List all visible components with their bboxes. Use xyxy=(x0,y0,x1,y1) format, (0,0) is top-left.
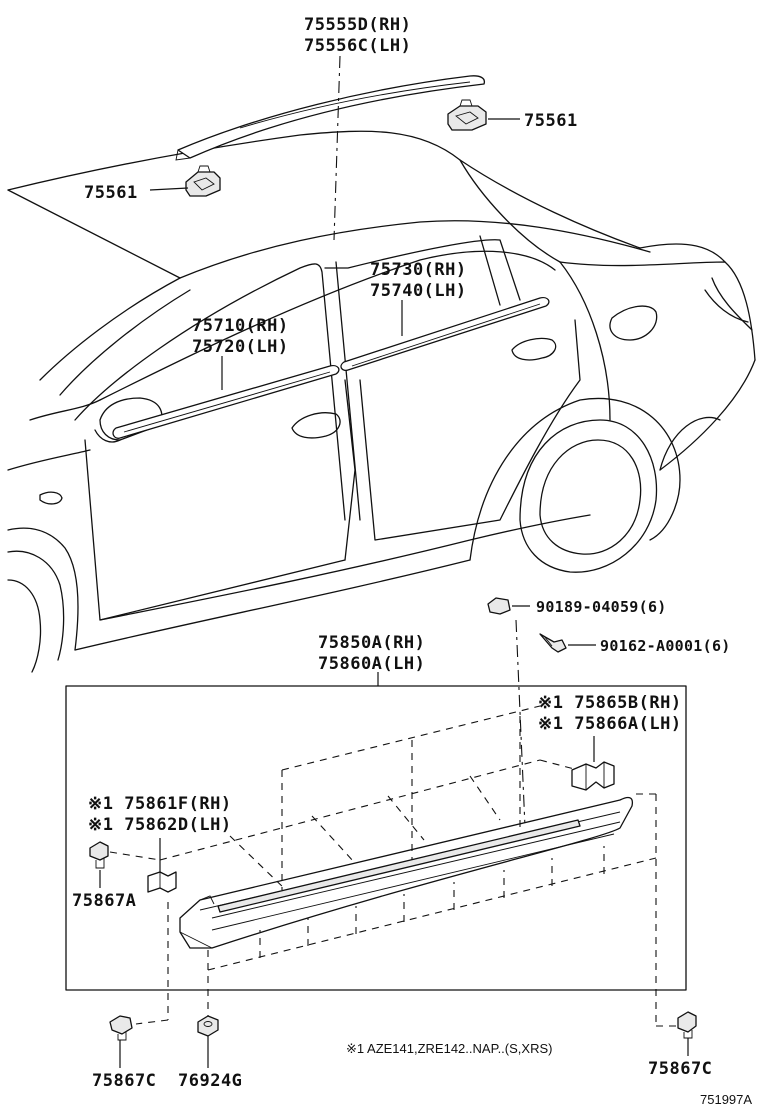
car-body-outline xyxy=(7,130,756,673)
screw-90162 xyxy=(539,633,596,653)
label-76924g: 76924G xyxy=(178,1071,242,1091)
clip-75865b xyxy=(571,736,615,791)
label-75862d: ※1 75862D(LH) xyxy=(88,815,232,835)
belt-molding-front xyxy=(112,364,340,439)
label-75867c-right: 75867C xyxy=(648,1059,712,1079)
upper-leaders xyxy=(149,55,520,390)
label-75555d: 75555D(RH) xyxy=(304,15,411,35)
belt-molding-rear xyxy=(340,296,550,372)
label-75867c-left: 75867C xyxy=(92,1071,156,1091)
label-75561-right: 75561 xyxy=(524,111,578,131)
label-75740: 75740(LH) xyxy=(370,281,467,301)
clip-75561-left xyxy=(185,165,221,197)
clip-75867c-left xyxy=(109,1015,133,1068)
clip-75861f xyxy=(147,838,177,893)
label-75556c: 75556C(LH) xyxy=(304,36,411,56)
label-75861f: ※1 75861F(RH) xyxy=(88,794,232,814)
label-75866a: ※1 75866A(LH) xyxy=(538,714,682,734)
label-75865b: ※1 75865B(RH) xyxy=(538,693,682,713)
label-75710: 75710(RH) xyxy=(192,316,289,336)
screw-guide-line xyxy=(515,619,527,851)
clip-75561-right xyxy=(447,99,487,131)
rocker-assembly-box xyxy=(65,685,687,991)
rocker-panel-molding xyxy=(179,796,634,949)
applicability-footnote: ※1 AZE141,ZRE142..NAP..(S,XRS) xyxy=(346,1041,552,1056)
label-90189: 90189-04059(6) xyxy=(536,598,667,616)
projection-grid xyxy=(109,705,676,1027)
label-90162: 90162-A0001(6) xyxy=(600,637,731,655)
label-75860a: 75860A(LH) xyxy=(318,654,425,674)
part-labels: 75555D(RH) 75556C(LH) 75561 75561 75730(… xyxy=(72,15,731,1091)
label-75730: 75730(RH) xyxy=(370,260,467,280)
nut-76924g xyxy=(197,1015,219,1068)
label-75867a: 75867A xyxy=(72,891,136,911)
clip-90189 xyxy=(487,597,530,615)
roof-drip-molding xyxy=(175,75,486,161)
clip-75867c-right xyxy=(677,1011,697,1056)
figure-id: 751997A xyxy=(700,1092,752,1107)
label-75850a: 75850A(RH) xyxy=(318,633,425,653)
label-75720: 75720(LH) xyxy=(192,337,289,357)
label-75561-left: 75561 xyxy=(84,183,138,203)
clip-75867a xyxy=(89,841,109,888)
